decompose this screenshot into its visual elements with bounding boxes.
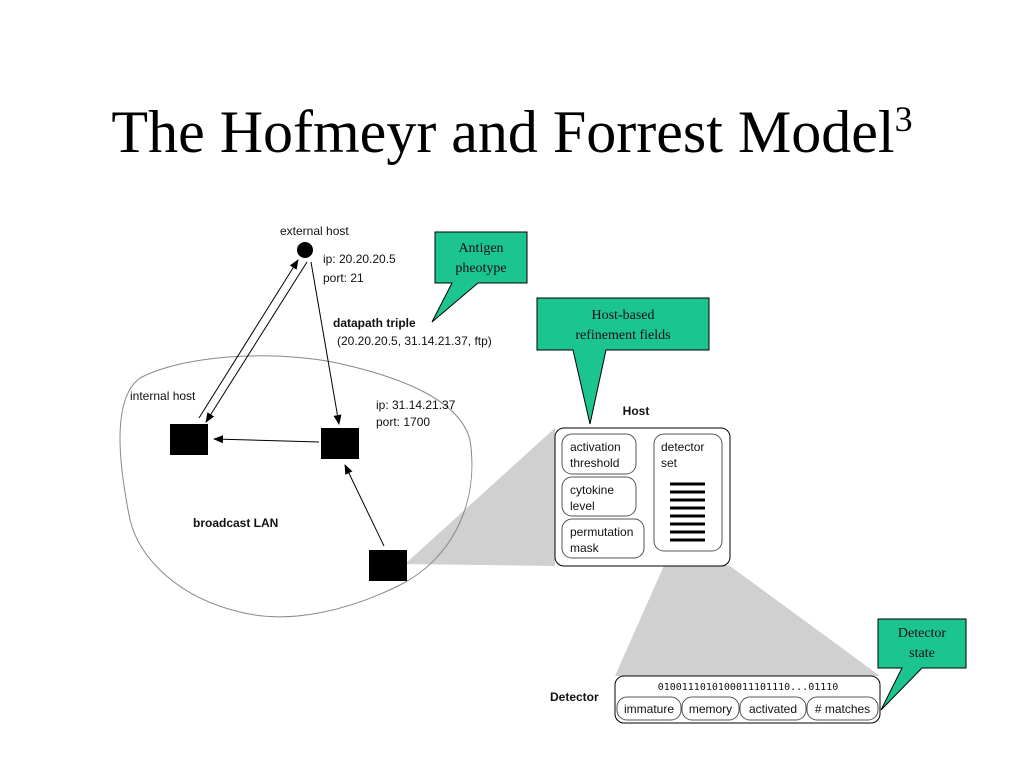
detector-label: Detector [550,690,599,704]
host-box-title: Host [623,404,650,418]
callout-detector-state-line2: state [909,646,935,661]
callout-refinement-line2: refinement fields [575,328,670,343]
detector-bitstring: 0100111010100011101110...01110 [658,682,839,693]
detector-set-stack-icon [670,482,705,542]
host-port-label: port: 1700 [376,415,430,429]
detector-set-line2: set [661,456,678,470]
permutation-mask-field [561,518,645,559]
cytokine-level-line1: cytokine [570,483,614,497]
detector-fields: immature memory activated # matches [616,696,879,721]
slide-title: The Hofmeyr and Forrest Model3 [0,96,1024,168]
arrow-external-to-server [310,261,342,425]
activation-threshold-field [561,433,637,475]
external-host-node [297,242,313,258]
external-ip-label: ip: 20.20.20.5 [323,252,396,266]
title-text: The Hofmeyr and Forrest Model [111,99,895,165]
zoom-wedge-host [405,428,555,566]
detector-field-matches [806,696,879,721]
callout-antigen-line2: pheotype [455,261,506,276]
permutation-mask-line2: mask [570,541,600,555]
detector-field-matches-label: # matches [815,702,870,716]
detector-field-activated [739,696,807,721]
permutation-mask-line1: permutation [570,525,633,539]
datapath-value: (20.20.20.5, 31.14.21.37, ftp) [337,334,492,348]
activation-threshold-line2: threshold [570,456,619,470]
detector-field-memory-label: memory [689,702,732,716]
detector-host-node [369,550,407,581]
detector-field-immature-label: immature [624,702,674,716]
callout-refinement-line1: Host-based [592,308,655,323]
callout-refinement [536,297,710,425]
detector-field-memory [681,696,740,721]
arrow-server-to-internal [213,435,320,444]
callout-antigen-line1: Antigen [458,241,503,256]
broadcast-lan-label: broadcast LAN [193,516,278,530]
cytokine-level-line2: level [570,499,595,513]
detector-set-line1: detector [661,440,704,454]
internal-host-label: internal host [130,389,196,403]
internal-host-node [170,424,208,455]
arrow-internal-to-external [198,259,299,419]
detector-field-activated-label: activated [749,702,797,716]
callout-detector-state [877,618,967,711]
arrow-detector-to-server [344,464,385,547]
zoom-wedge-detector [615,552,880,676]
title-superscript: 3 [894,99,913,139]
arrow-external-to-internal [205,261,308,423]
callout-antigen [431,231,528,323]
cytokine-level-field [561,476,637,517]
activation-threshold-line1: activation [570,440,621,454]
external-host-label: external host [280,224,349,238]
host-ip-label: ip: 31.14.21.37 [376,398,456,412]
server-host-node [321,428,359,459]
external-port-label: port: 21 [323,271,364,285]
callout-detector-state-line1: Detector [898,626,947,641]
broadcast-lan-region [119,355,473,618]
datapath-title: datapath triple [333,316,416,330]
detector-field-immature [616,696,682,721]
